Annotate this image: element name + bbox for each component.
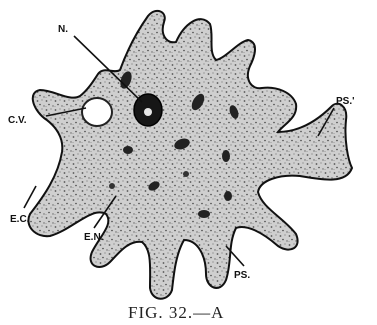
amoeba-body [28,11,352,299]
food-vacuole [198,210,210,218]
label-endoplasm: E.N. [84,232,104,243]
figure-caption: FIG. 32.—A [128,303,224,322]
leader-line-ectoplasm [24,186,36,208]
food-vacuole [222,150,230,162]
food-vacuole [123,146,133,154]
label-pseudopod-right: PS.' [336,96,355,107]
contractile-vacuole [82,98,112,126]
food-vacuole [224,191,232,201]
nucleolus [144,108,152,116]
label-pseudopod-bottom: PS. [234,270,250,281]
food-vacuole [183,171,189,177]
label-contractile-vacuole: C.V. [8,115,27,126]
food-vacuole [109,183,115,189]
label-nucleus: N. [58,24,68,35]
label-ectoplasm: E.C. [10,214,30,225]
